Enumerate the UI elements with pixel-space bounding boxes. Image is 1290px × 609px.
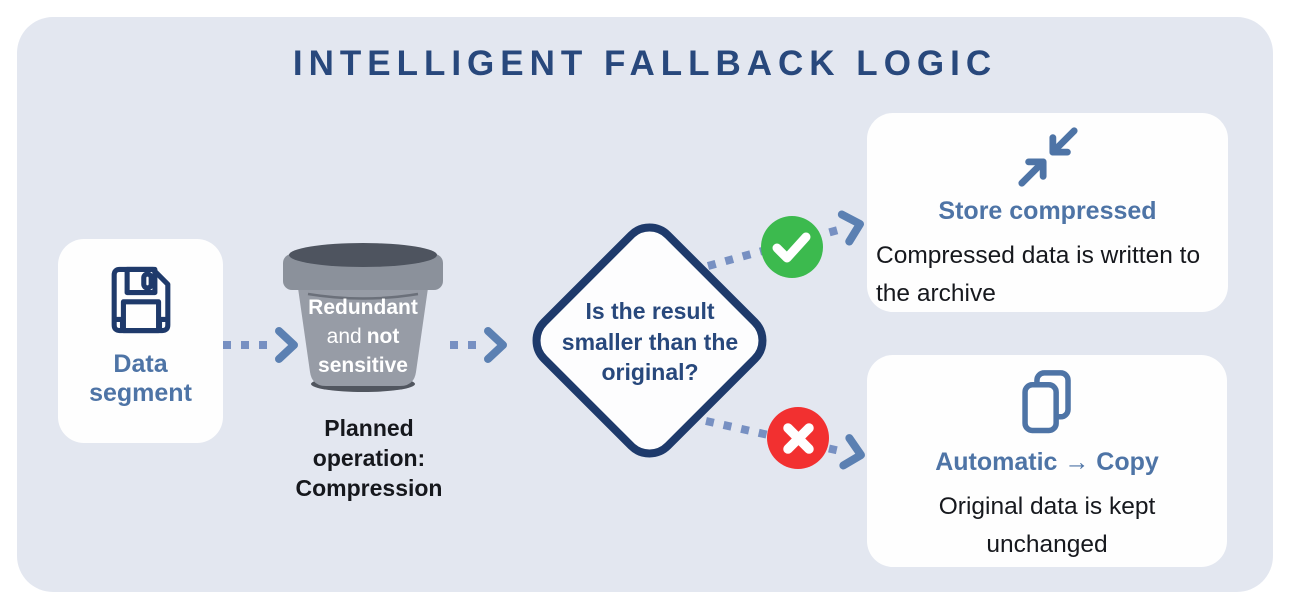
store-compressed-title: Store compressed bbox=[938, 197, 1157, 225]
store-compressed-node: Store compressed Compressed data is writ… bbox=[867, 113, 1228, 312]
automatic-copy-description: Original data is kept unchanged bbox=[938, 493, 1156, 558]
check-icon bbox=[772, 232, 811, 263]
copy-icon bbox=[1022, 370, 1071, 434]
data-segment-node: Data segment bbox=[58, 239, 223, 443]
compress-arrows-icon bbox=[1017, 127, 1078, 187]
page-title: INTELLIGENT FALLBACK LOGIC bbox=[292, 44, 998, 83]
yes-badge bbox=[761, 216, 823, 278]
automatic-copy-title: Automatic → Copy bbox=[935, 448, 1159, 476]
data-segment-label: Data segment bbox=[89, 350, 192, 407]
no-badge bbox=[767, 407, 829, 469]
automatic-copy-node: Automatic → Copy Original data is kept u… bbox=[867, 355, 1227, 567]
cross-icon bbox=[783, 423, 814, 454]
floppy-disk-icon bbox=[111, 266, 170, 334]
trash-bucket-icon bbox=[283, 243, 443, 392]
store-compressed-description: Compressed data is written to the archiv… bbox=[876, 242, 1201, 307]
planned-operation-caption: Planned operation: Compression bbox=[295, 415, 443, 501]
decision-question: Is the result smaller than the original? bbox=[561, 298, 739, 385]
